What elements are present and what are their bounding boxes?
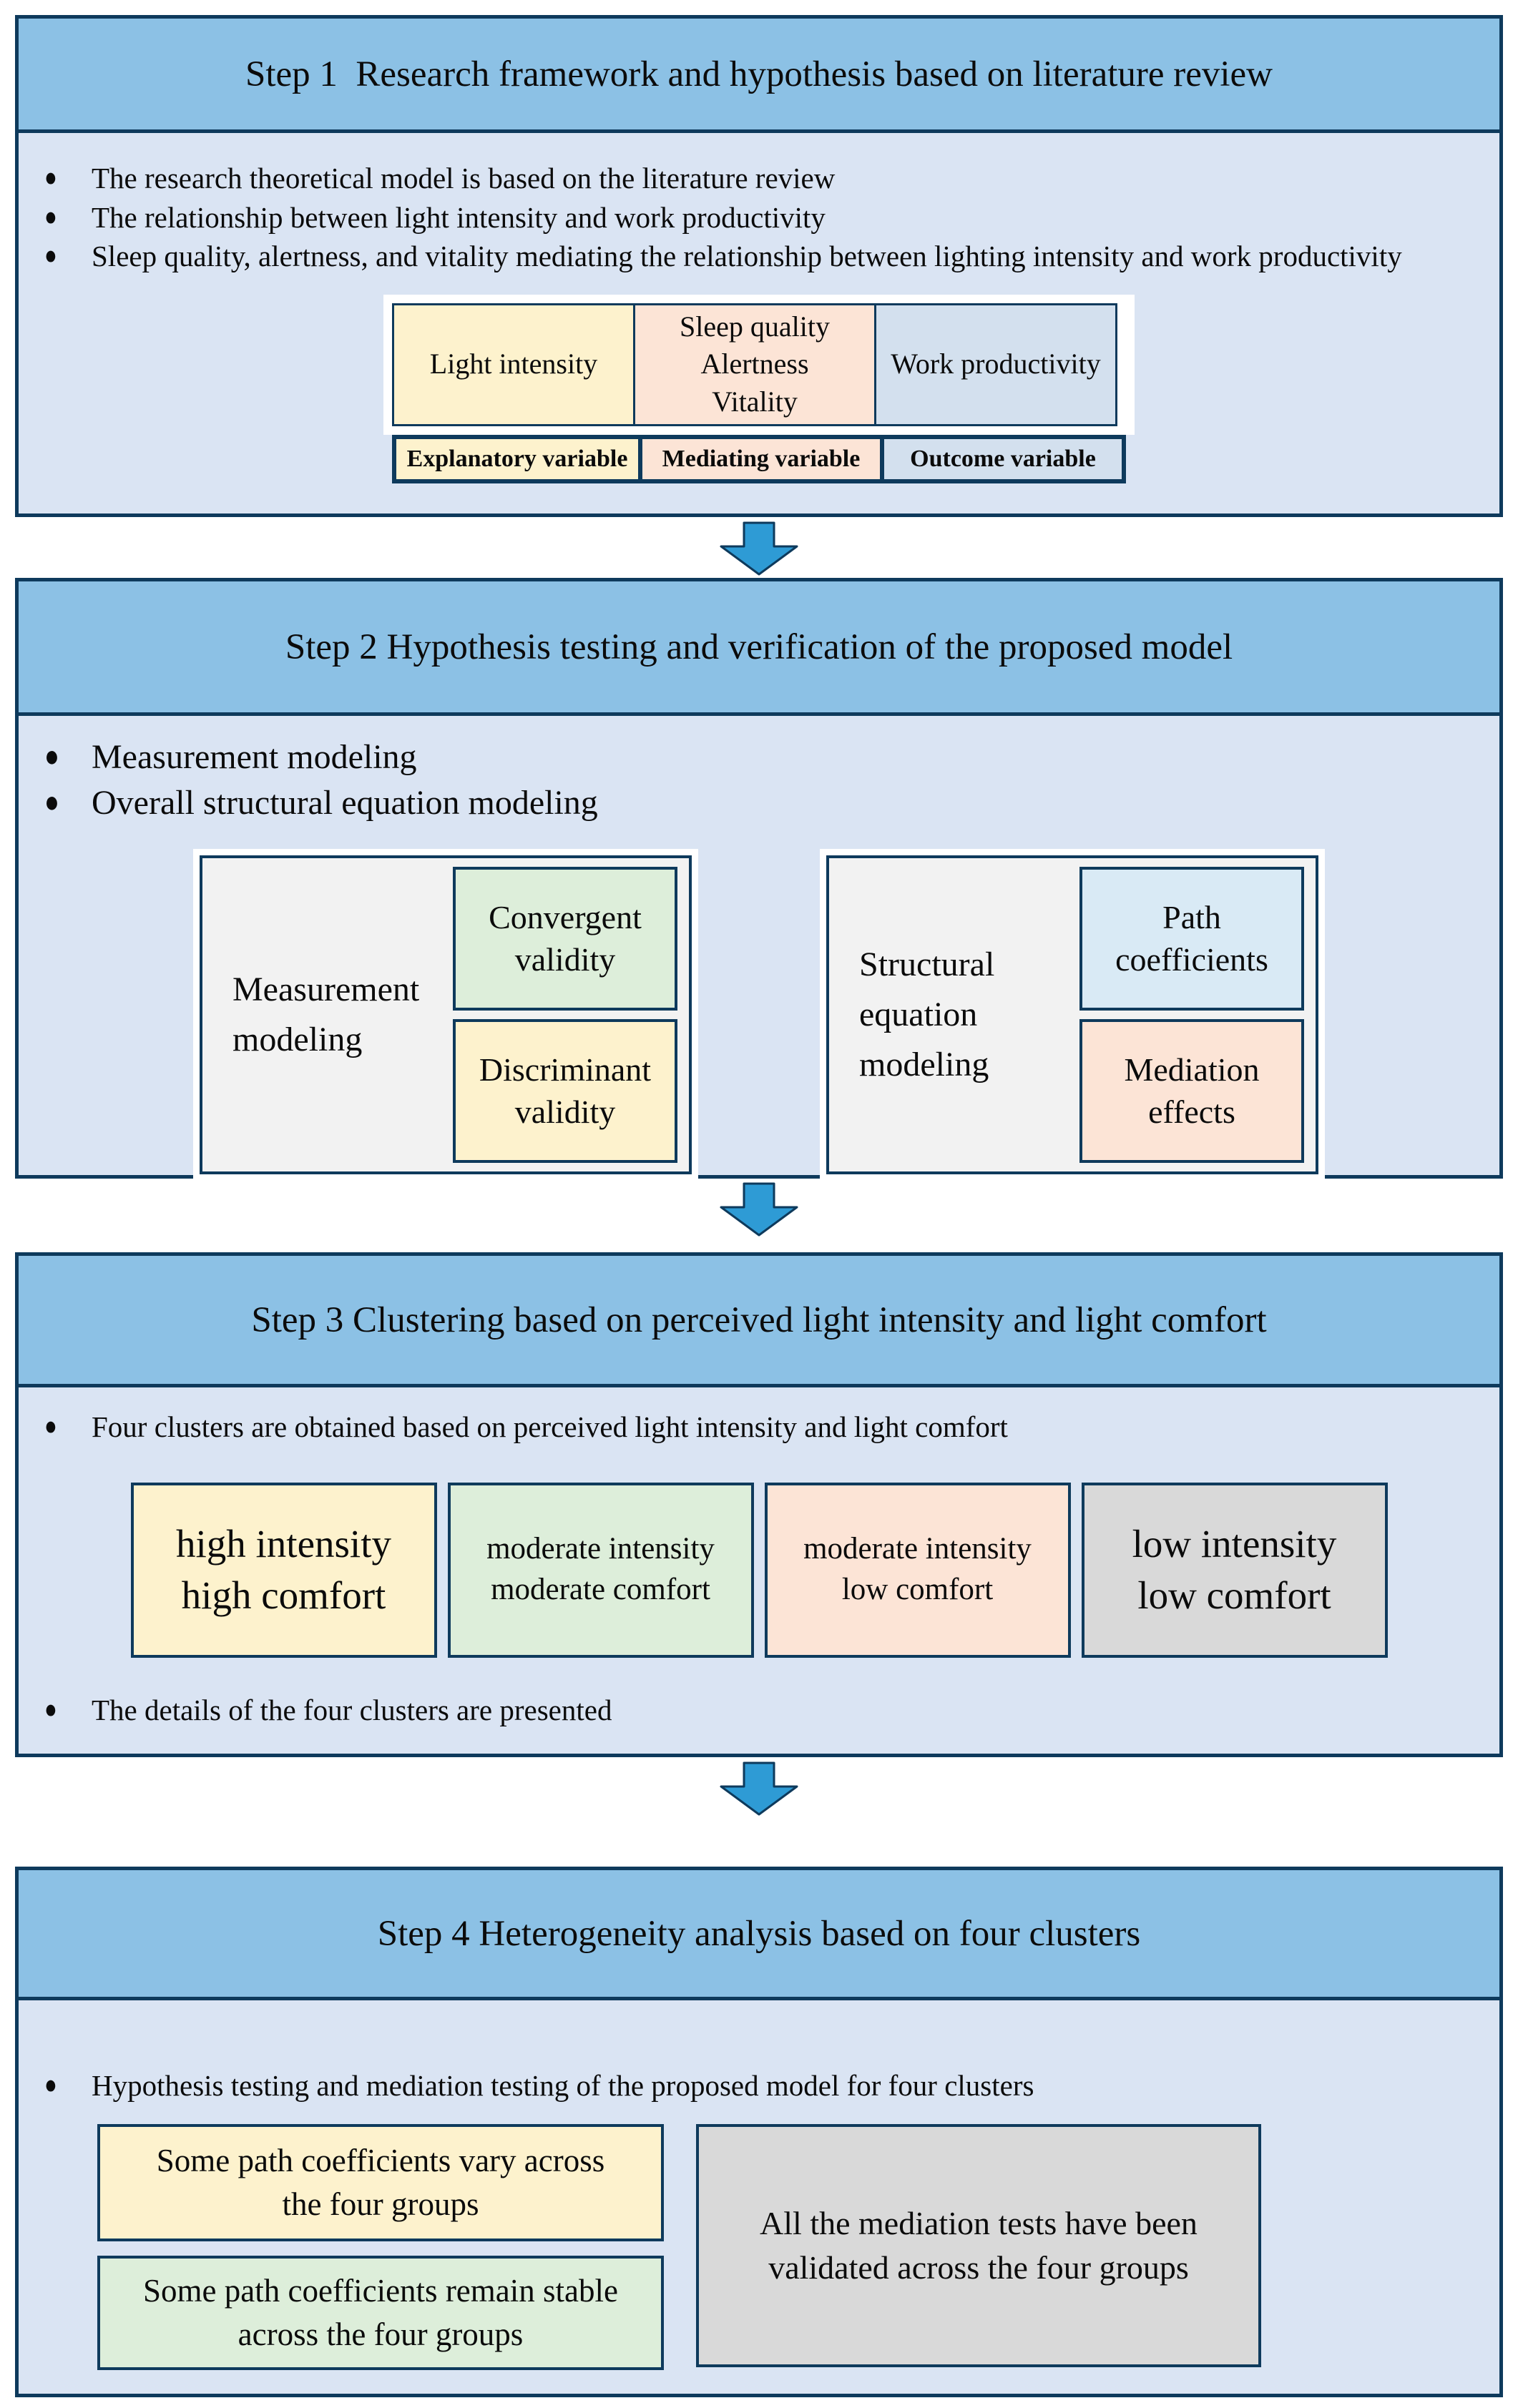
bullet-icon: ● xyxy=(44,1695,57,1724)
bullet-item: ● The research theoretical model is base… xyxy=(44,159,1471,198)
bullet-text: Overall structural equation modeling xyxy=(92,783,598,822)
cluster-line: low comfort xyxy=(1137,1573,1331,1618)
path-coefficients-vary-box: Some path coefficients vary across the f… xyxy=(97,2123,664,2241)
step4-title: Step 4 Heterogeneity analysis based on f… xyxy=(377,1913,1141,1954)
bullet-text: Sleep quality, alertness, and vitality m… xyxy=(92,240,1402,273)
bullet-text: The research theoretical model is based … xyxy=(92,162,836,195)
mediation-tests-validated-box: All the mediation tests have been valida… xyxy=(696,2123,1261,2367)
bullet-icon: ● xyxy=(44,163,57,192)
cluster-moderate-low: moderate intensity low comfort xyxy=(764,1482,1071,1658)
convergent-validity-box: Convergent validity xyxy=(453,866,677,1011)
step1-body: ● The research theoretical model is base… xyxy=(19,159,1499,483)
bullet-icon: ● xyxy=(44,1412,57,1441)
step1-box: Step 1 Research framework and hypothesis… xyxy=(15,15,1503,517)
variables-table: Light intensity Sleep quality Alertness … xyxy=(383,294,1135,483)
step4-box: Step 4 Heterogeneity analysis based on f… xyxy=(15,1867,1503,2397)
variables-row: Light intensity Sleep quality Alertness … xyxy=(383,294,1135,435)
findings-row: Some path coefficients vary across the f… xyxy=(97,2123,1499,2370)
step1-title: Step 1 Research framework and hypothesis… xyxy=(245,54,1273,94)
bullet-icon: ● xyxy=(44,242,57,271)
bullet-text: Four clusters are obtained based on perc… xyxy=(92,1410,1008,1443)
step3-box: Step 3 Clustering based on perceived lig… xyxy=(15,1252,1503,1757)
sem-items: Path coefficients Mediation effects xyxy=(1079,866,1304,1163)
cluster-moderate-moderate: moderate intensity moderate comfort xyxy=(447,1482,754,1658)
mediating-variable-line: Vitality xyxy=(712,385,798,418)
down-arrow-icon xyxy=(718,521,800,576)
explanatory-variable-label: Explanatory variable xyxy=(396,438,638,479)
path-coefficients-stable-box: Some path coefficients remain stable acr… xyxy=(97,2255,664,2370)
step3-title: Step 3 Clustering based on perceived lig… xyxy=(251,1299,1267,1340)
bullet-icon: ● xyxy=(44,739,59,774)
cluster-low-low: low intensity low comfort xyxy=(1081,1482,1388,1658)
bullet-item: ● Measurement modeling xyxy=(44,734,1471,780)
mediating-variable-line: Alertness xyxy=(700,348,809,380)
cluster-line: high intensity xyxy=(176,1521,391,1566)
sem-label: Structural equation modeling xyxy=(843,867,1071,1163)
step2-header: Step 2 Hypothesis testing and verificati… xyxy=(19,581,1499,716)
explanatory-variable-cell: Light intensity xyxy=(392,303,635,426)
step4-header: Step 4 Heterogeneity analysis based on f… xyxy=(19,1870,1499,2000)
outcome-variable-value: Work productivity xyxy=(891,348,1101,380)
path-coefficients-box: Path coefficients xyxy=(1079,866,1304,1011)
down-arrow-icon xyxy=(718,1181,800,1237)
measurement-modeling-label: Measurement modeling xyxy=(217,867,444,1163)
outcome-variable-label: Outcome variable xyxy=(880,438,1122,479)
sem-frame: Structural equation modeling Path coeffi… xyxy=(820,848,1325,1181)
bullet-item: ● Four clusters are obtained based on pe… xyxy=(44,1407,1471,1447)
sem-box: Structural equation modeling Path coeffi… xyxy=(826,855,1318,1174)
group-label-text: Measurement modeling xyxy=(232,970,420,1058)
bullet-icon: ● xyxy=(44,2070,57,2100)
bullet-text: The relationship between light intensity… xyxy=(92,200,826,234)
modeling-groups: Measurement modeling Convergent validity… xyxy=(19,848,1499,1181)
step4-bullet-list: ● Hypothesis testing and mediation testi… xyxy=(19,2066,1499,2105)
bullet-icon: ● xyxy=(44,785,59,820)
step1-header: Step 1 Research framework and hypothesis… xyxy=(19,19,1499,133)
step1-bullet-list: ● The research theoretical model is base… xyxy=(19,159,1499,276)
bullet-item: ● The relationship between light intensi… xyxy=(44,198,1471,237)
bullet-text: The details of the four clusters are pre… xyxy=(92,1693,612,1726)
mediating-variable-cell: Sleep quality Alertness Vitality xyxy=(633,303,876,426)
mediating-variable-label: Mediating variable xyxy=(638,438,880,479)
cluster-line: moderate intensity xyxy=(803,1532,1032,1566)
bullet-item: ● The details of the four clusters are p… xyxy=(44,1691,1471,1730)
bullet-icon: ● xyxy=(44,202,57,232)
measurement-modeling-box: Measurement modeling Convergent validity… xyxy=(200,855,692,1174)
step2-body: ● Measurement modeling ● Overall structu… xyxy=(19,734,1499,1181)
bullet-text: Hypothesis testing and mediation testing… xyxy=(92,2069,1034,2102)
cluster-line: high comfort xyxy=(181,1573,386,1618)
variable-labels-row: Explanatory variable Mediating variable … xyxy=(392,434,1126,483)
group-label-text: Structural equation modeling xyxy=(859,945,995,1083)
bullet-text: Measurement modeling xyxy=(92,738,417,776)
step3-header: Step 3 Clustering based on perceived lig… xyxy=(19,1256,1499,1387)
measurement-modeling-items: Convergent validity Discriminant validit… xyxy=(453,866,677,1163)
findings-left-column: Some path coefficients vary across the f… xyxy=(97,2123,664,2370)
step4-body: ● Hypothesis testing and mediation testi… xyxy=(19,2066,1499,2370)
explanatory-variable-value: Light intensity xyxy=(429,348,598,380)
cluster-high-high: high intensity high comfort xyxy=(130,1482,437,1658)
bullet-item: ● Overall structural equation modeling xyxy=(44,780,1471,826)
mediating-variable-line: Sleep quality xyxy=(680,310,830,343)
mediation-effects-box: Mediation effects xyxy=(1079,1018,1304,1163)
cluster-row: high intensity high comfort moderate int… xyxy=(19,1482,1499,1658)
cluster-line: low intensity xyxy=(1132,1521,1337,1566)
step2-title: Step 2 Hypothesis testing and verificati… xyxy=(285,626,1233,667)
bullet-item: ● Sleep quality, alertness, and vitality… xyxy=(44,237,1471,276)
step3-body: ● Four clusters are obtained based on pe… xyxy=(19,1407,1499,1729)
discriminant-validity-box: Discriminant validity xyxy=(453,1018,677,1163)
cluster-line: moderate comfort xyxy=(491,1573,710,1607)
step2-bullet-list: ● Measurement modeling ● Overall structu… xyxy=(19,734,1499,826)
outcome-variable-cell: Work productivity xyxy=(874,303,1117,426)
measurement-modeling-frame: Measurement modeling Convergent validity… xyxy=(193,848,698,1181)
down-arrow-icon xyxy=(718,1761,800,1817)
step2-box: Step 2 Hypothesis testing and verificati… xyxy=(15,578,1503,1181)
step3-bullet-list: ● Four clusters are obtained based on pe… xyxy=(19,1407,1499,1447)
cluster-line: low comfort xyxy=(841,1573,994,1607)
bullet-item: ● Hypothesis testing and mediation testi… xyxy=(44,2066,1471,2105)
step3-bullet-list-2: ● The details of the four clusters are p… xyxy=(19,1691,1499,1730)
cluster-line: moderate intensity xyxy=(486,1532,715,1566)
